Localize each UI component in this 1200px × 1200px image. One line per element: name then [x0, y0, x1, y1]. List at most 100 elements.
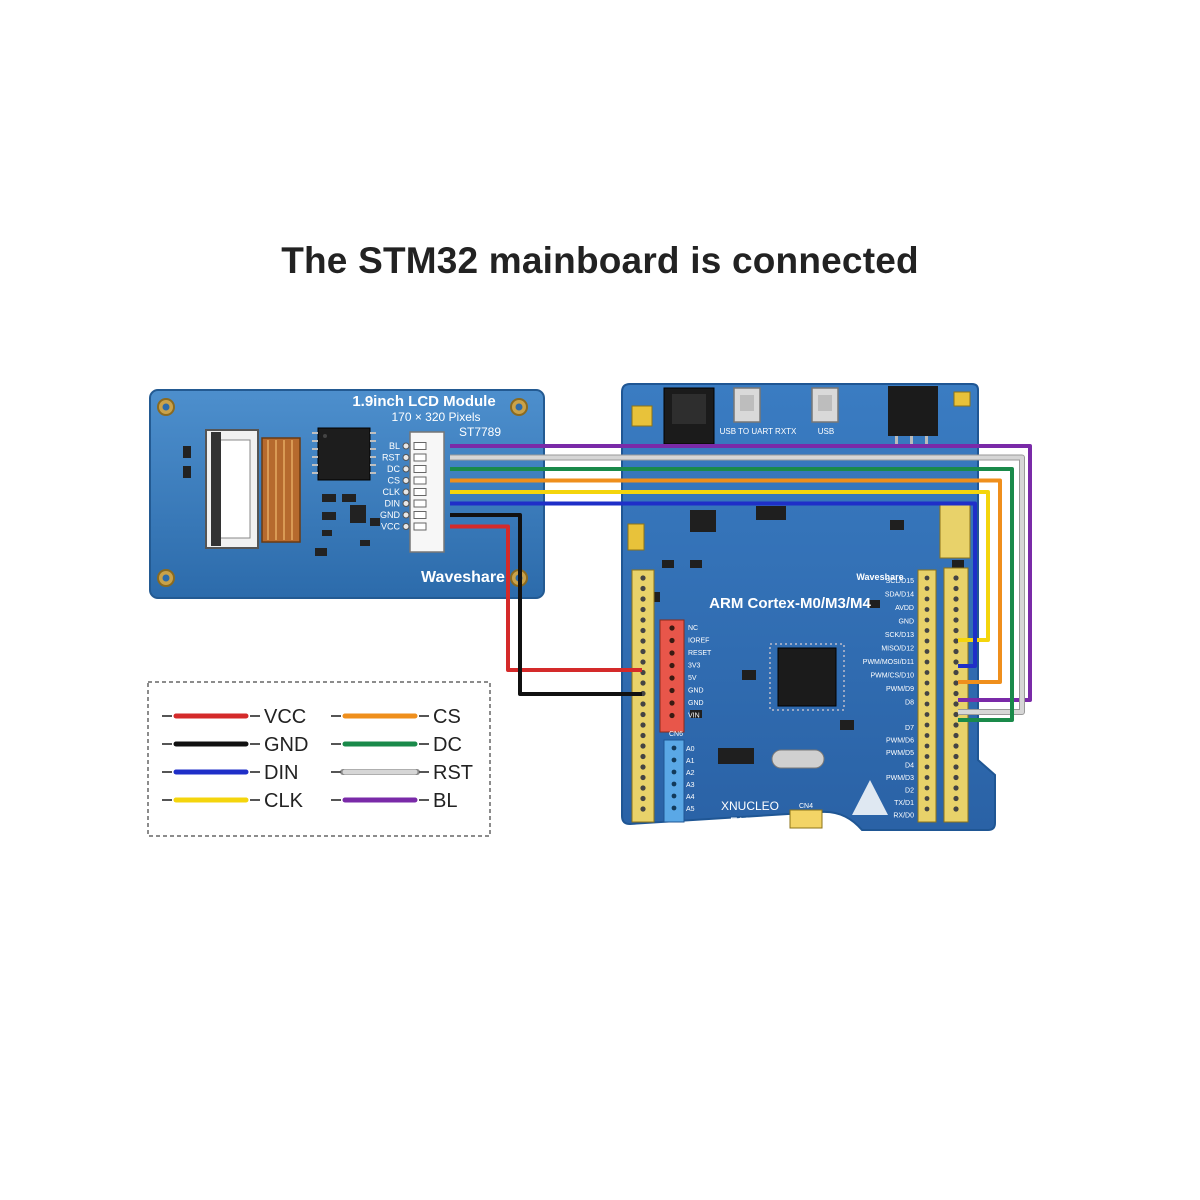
header-pin [953, 785, 959, 791]
header-pin [924, 722, 930, 728]
header-pin [953, 659, 959, 665]
header-pin [671, 805, 677, 811]
legend-label-din: DIN [264, 762, 298, 784]
header-pin [640, 743, 646, 749]
header-pin [640, 617, 646, 623]
lcd-pin-pad [402, 523, 410, 530]
legend-label-clk: CLK [264, 790, 304, 812]
header-pin [953, 764, 959, 770]
header-pin [669, 650, 675, 656]
wire-vcc [450, 524, 642, 672]
header-pin [669, 712, 675, 719]
right-pin-label: D7 [905, 725, 914, 732]
analog-pin-label: A3 [686, 782, 695, 789]
right-pin-label: SDA/D14 [885, 592, 914, 599]
left-pin-label: NC [688, 625, 698, 632]
right-pin-label: SCL/D15 [886, 578, 915, 585]
lcd-pin-pad [402, 465, 410, 473]
header-pin [640, 585, 646, 592]
analog-pin-label: A2 [686, 770, 695, 777]
header-pin [924, 733, 930, 738]
right-pin-label: PWM/D3 [886, 775, 914, 782]
header-pin [953, 638, 959, 644]
wire-bl [450, 444, 1032, 702]
left-pin-label: RESET [688, 650, 712, 657]
header-pin [953, 743, 959, 749]
crystal-oscillator [771, 749, 825, 769]
wires [450, 444, 1032, 722]
header-pin [953, 722, 959, 728]
lcd-pin-pad [402, 488, 410, 496]
lcd-pin-label-din: DIN [385, 499, 401, 509]
lcd-pin-slot [413, 453, 427, 462]
header-pin [640, 606, 646, 613]
lcd-pin-pad [402, 442, 410, 450]
lcd-module-brand: Waveshare [421, 569, 505, 586]
header-pin [671, 781, 677, 787]
lcd-small-components [183, 446, 380, 556]
header-pin [953, 585, 959, 592]
lcd-module-name: 1.9inch LCD Module [352, 393, 495, 410]
header-pin [924, 628, 930, 633]
header-pin [669, 662, 675, 669]
analog-pin-label: A0 [686, 746, 695, 753]
cn4-header [789, 809, 823, 829]
header-pin [671, 757, 677, 763]
wire-dc [450, 467, 1014, 722]
header-pin [924, 638, 930, 644]
header-pin [953, 774, 959, 781]
page-title: The STM32 mainboard is connected [281, 240, 919, 281]
header-pin [669, 637, 675, 644]
header-pin [924, 775, 930, 780]
header-pin [924, 575, 930, 581]
lcd-pin-slot [413, 499, 427, 508]
header-pin [953, 648, 959, 655]
header-pin [924, 712, 930, 717]
mainboard-smd-components [648, 506, 964, 764]
lcd-pin-label-bl: BL [389, 441, 400, 451]
header-pin [640, 638, 646, 644]
mainboard-model-2: -F103RB [726, 815, 774, 829]
header-pin [640, 722, 646, 728]
header-pin [640, 627, 646, 634]
header-pin [953, 606, 959, 613]
lcd-pin-slot [413, 476, 427, 485]
analog-pin-label: A1 [686, 758, 695, 765]
cn4-label: CN4 [799, 803, 813, 810]
lcd-pin-pad [402, 500, 410, 507]
lcd-pin-label-cs: CS [387, 476, 400, 486]
right-pin-label: AVDD [895, 605, 914, 612]
header-pin [669, 675, 675, 681]
lcd-pin-label-clk: CLK [382, 487, 400, 497]
legend-label-dc: DC [433, 734, 462, 756]
mainboard-model-1: XNUCLEO [721, 799, 779, 813]
header-pin [924, 701, 930, 707]
header-pin [953, 575, 959, 581]
header-pin [669, 687, 675, 694]
left-pin-label: GND [688, 700, 704, 707]
lcd-module-resolution: 170 × 320 Pixels [391, 410, 480, 424]
header-pin [669, 700, 675, 706]
header-pin [924, 617, 930, 623]
header-pin [924, 680, 930, 686]
right-pin-labels-top: SCL/D15SDA/D14AVDDGNDSCK/D13MISO/D12PWM/… [863, 578, 914, 707]
lcd-pin-slot [413, 522, 427, 531]
lcd-pin-label-vcc: VCC [381, 522, 401, 532]
right-pin-label: GND [898, 619, 914, 626]
header-pin [924, 659, 930, 665]
left-pin-label: VIN [688, 713, 700, 720]
lcd-pin-slot [413, 465, 427, 473]
header-pin [671, 769, 677, 775]
header-pin [953, 753, 959, 760]
lcd-pin-header [402, 431, 445, 553]
analog-pin-label: A4 [686, 794, 695, 801]
wire-din [450, 501, 977, 668]
legend-label-vcc: VCC [264, 706, 306, 728]
header-pin [924, 596, 930, 602]
lcd-pin-slot [413, 442, 427, 450]
header-pin [640, 648, 646, 655]
header-pin [953, 669, 959, 676]
